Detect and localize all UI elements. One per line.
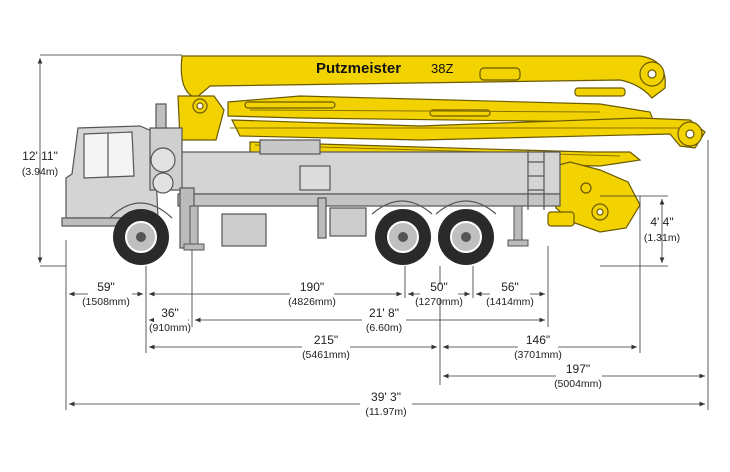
label-front-axle-to-outrigger: 36" [161, 306, 179, 320]
label-front-overhang: 59" [97, 280, 115, 294]
outriggers [183, 205, 529, 251]
label-height-total-metric: (3.94m) [22, 166, 58, 178]
label-center-to-rear-metric: (5004mm) [554, 378, 602, 390]
boom-assembly [177, 55, 706, 233]
label-wheelbase-metric: (4826mm) [288, 296, 336, 308]
label-front-overhang-metric: (1508mm) [82, 296, 130, 308]
brand-logo: Putzmeister [316, 60, 401, 77]
label-front-axle-to-outrigger-metric: (910mm) [149, 322, 191, 334]
wheels [113, 209, 494, 265]
truck-body [61, 103, 561, 249]
label-rear-axle-to-outrigger-metric: (1414mm) [486, 296, 534, 308]
label-center-to-rear: 197" [566, 362, 590, 376]
label-height-total: 12' 11" [22, 149, 58, 163]
front-wheel [113, 209, 169, 265]
label-center-to-rear-boom-metric: (3701mm) [514, 349, 562, 361]
label-outrigger-height: 4' 4" [650, 215, 673, 229]
label-front-axle-to-center: 215" [314, 333, 338, 347]
rear-wheel-1 [375, 209, 431, 265]
label-axle-spacing: 50" [430, 280, 448, 294]
label-outrigger-spread-metric: (6.60m) [366, 322, 402, 334]
label-wheelbase: 190" [300, 280, 324, 294]
label-front-axle-to-center-metric: (5461mm) [302, 349, 350, 361]
model-label: 38Z [431, 61, 453, 76]
label-overall-length-metric: (11.97m) [365, 406, 406, 418]
label-outrigger-spread: 21' 8" [369, 306, 399, 320]
label-axle-spacing-metric: (1270mm) [415, 296, 463, 308]
rear-wheel-2 [438, 209, 494, 265]
label-overall-length: 39' 3" [371, 390, 401, 404]
label-center-to-rear-boom: 146" [526, 333, 550, 347]
dimension-labels: 12' 11" (3.94m) 4' 4" (1.31m) 59" (1508m… [22, 149, 680, 418]
label-rear-axle-to-outrigger: 56" [501, 280, 519, 294]
label-outrigger-height-metric: (1.31m) [644, 232, 680, 244]
label-backgrounds [88, 285, 602, 409]
